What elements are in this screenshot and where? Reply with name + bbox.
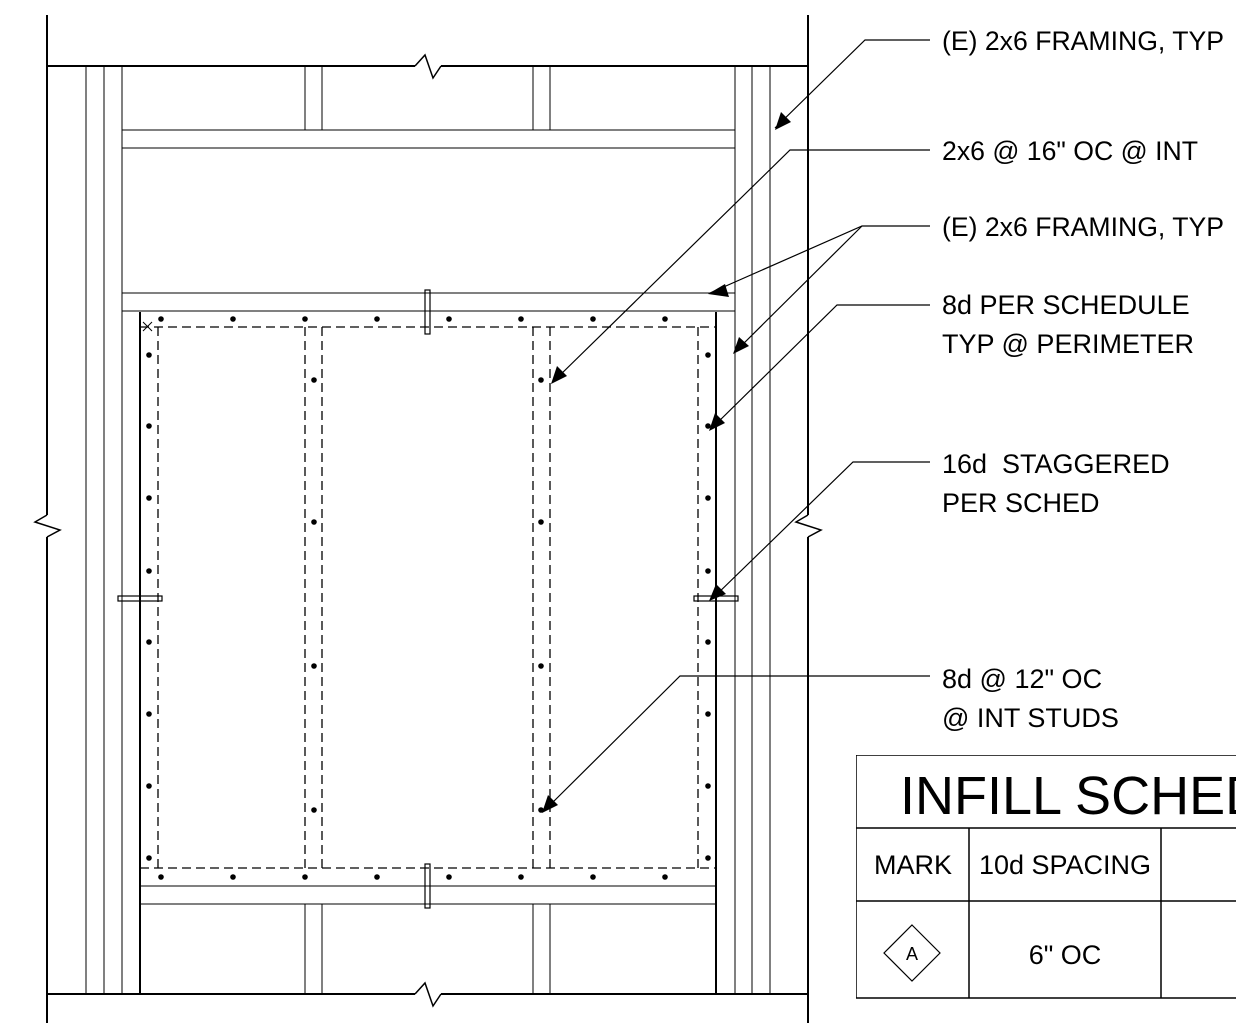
callout-int-nails-line1: 8d @ 12" OC bbox=[942, 664, 1102, 694]
interior-stud-nail bbox=[538, 663, 544, 669]
existing-wall-boundary bbox=[33, 15, 823, 1023]
leader-arrow bbox=[733, 337, 749, 354]
callout-staggered-nails-line2: PER SCHED bbox=[942, 488, 1100, 518]
perimeter-nail bbox=[446, 874, 452, 880]
perimeter-nail bbox=[705, 352, 711, 358]
bottom-break-line bbox=[47, 981, 808, 1008]
nail-dots bbox=[146, 316, 711, 880]
perimeter-nail bbox=[590, 316, 596, 322]
existing-left-studs bbox=[85, 66, 141, 994]
schedule-header-mark: MARK bbox=[874, 850, 952, 880]
interior-stud-nail bbox=[538, 519, 544, 525]
callout-staggered-nails-line1: 16d STAGGERED bbox=[942, 449, 1170, 479]
perimeter-nail bbox=[230, 874, 236, 880]
perimeter-nail bbox=[705, 855, 711, 861]
perimeter-nail bbox=[705, 783, 711, 789]
existing-header bbox=[122, 66, 735, 312]
leader-arrow bbox=[708, 284, 729, 297]
perimeter-nail bbox=[662, 316, 668, 322]
perimeter-nail bbox=[146, 639, 152, 645]
perimeter-nail bbox=[705, 495, 711, 501]
infill-schedule: INFILL SCHEDULE MARK 10d SPACING A 6" OC bbox=[856, 755, 1236, 999]
perimeter-nail bbox=[374, 874, 380, 880]
perimeter-nail bbox=[146, 855, 152, 861]
perimeter-nail bbox=[302, 874, 308, 880]
callout-labels: (E) 2x6 FRAMING, TYP 2x6 @ 16" OC @ INT … bbox=[942, 26, 1224, 733]
callout-perimeter-nails-line2: TYP @ PERIMETER bbox=[942, 329, 1194, 359]
existing-right-studs bbox=[715, 66, 771, 994]
interior-stud-nail bbox=[311, 377, 317, 383]
perimeter-nail bbox=[146, 352, 152, 358]
interior-stud-nail bbox=[538, 807, 544, 813]
leader-arrow bbox=[709, 413, 725, 431]
leader-lines bbox=[542, 39, 930, 813]
perimeter-nail bbox=[146, 711, 152, 717]
callout-existing-framing-top: (E) 2x6 FRAMING, TYP bbox=[942, 26, 1224, 56]
perimeter-nail bbox=[518, 874, 524, 880]
perimeter-nail bbox=[146, 783, 152, 789]
callout-int-nails-line2: @ INT STUDS bbox=[942, 703, 1119, 733]
interior-stud-nail bbox=[311, 663, 317, 669]
leader-arrow bbox=[551, 366, 567, 384]
perimeter-nail bbox=[158, 874, 164, 880]
staggered-nail-symbols bbox=[117, 289, 739, 909]
perimeter-nail bbox=[705, 568, 711, 574]
perimeter-nail bbox=[302, 316, 308, 322]
leader-arrow bbox=[775, 112, 791, 130]
schedule-title: INFILL SCHEDULE bbox=[900, 766, 1236, 826]
perimeter-nail bbox=[590, 874, 596, 880]
callout-perimeter-nails-line1: 8d PER SCHEDULE bbox=[942, 290, 1190, 320]
perimeter-nail bbox=[705, 423, 711, 429]
perimeter-nail bbox=[230, 316, 236, 322]
interior-stud-nail bbox=[538, 377, 544, 383]
perimeter-nail bbox=[705, 711, 711, 717]
perimeter-nail bbox=[662, 874, 668, 880]
callout-int-studs: 2x6 @ 16" OC @ INT bbox=[942, 136, 1198, 166]
perimeter-nail bbox=[518, 316, 524, 322]
perimeter-nail bbox=[146, 495, 152, 501]
perimeter-nail bbox=[146, 568, 152, 574]
mark-diamond-icon bbox=[883, 924, 941, 982]
schedule-header-spacing: 10d SPACING bbox=[979, 850, 1151, 880]
infill-framing-dashed bbox=[140, 321, 716, 869]
perimeter-nail bbox=[446, 316, 452, 322]
top-break-line bbox=[47, 53, 808, 80]
schedule-row-mark: A bbox=[906, 944, 918, 964]
interior-stud-nail bbox=[311, 807, 317, 813]
leader-arrow bbox=[542, 795, 558, 813]
perimeter-nail bbox=[158, 316, 164, 322]
leader-arrow bbox=[709, 584, 726, 601]
interior-stud-nail bbox=[311, 519, 317, 525]
perimeter-nail bbox=[705, 639, 711, 645]
existing-sill bbox=[140, 885, 716, 994]
schedule-row-spacing: 6" OC bbox=[1029, 940, 1102, 970]
callout-existing-framing-mid: (E) 2x6 FRAMING, TYP bbox=[942, 212, 1224, 242]
perimeter-nail bbox=[146, 423, 152, 429]
perimeter-nail bbox=[374, 316, 380, 322]
